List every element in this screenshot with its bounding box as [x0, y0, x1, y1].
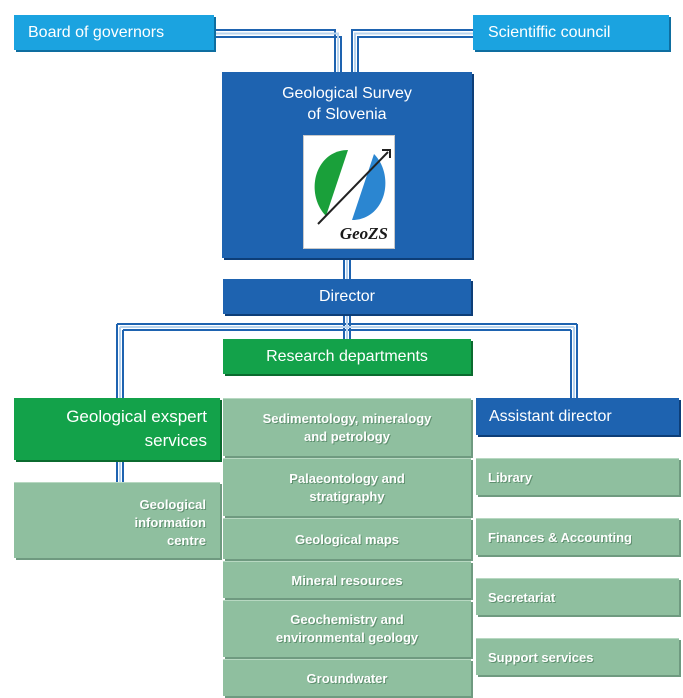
geological-information-centre-box: Geological information centre: [14, 482, 220, 558]
department-box-palaeontology: Palaeontology and stratigraphy: [223, 458, 471, 516]
geozs-logo-graphic: [314, 149, 391, 225]
research-departments-box: Research departments: [223, 339, 471, 374]
info-centre-line3: centre: [166, 533, 206, 548]
geozs-logo-text: GeoZS: [339, 224, 388, 243]
department-line1: Mineral resources: [291, 572, 403, 588]
department-line1: Palaeontology and: [289, 470, 405, 486]
assistant-unit-label: Library: [488, 469, 533, 485]
board-of-governors-box: Board of governors: [14, 15, 214, 50]
board-of-governors-label: Board of governors: [28, 23, 165, 41]
assistant-unit-label: Support services: [488, 649, 594, 665]
department-line1: Groundwater: [306, 670, 388, 686]
director-box: Director: [223, 279, 471, 314]
scientific-council-label: Scientiffic council: [488, 23, 611, 41]
expert-services-line1: Geological exspert: [66, 407, 207, 426]
assistant-unit-label: Secretariat: [488, 589, 556, 605]
department-line1: Geological maps: [294, 531, 400, 547]
department-line2: and petrology: [304, 428, 390, 444]
department-line1: Sedimentology, mineralogy: [262, 410, 432, 426]
info-centre-line1: Geological: [139, 497, 206, 512]
research-departments-label: Research departments: [266, 347, 428, 365]
logo-blue-leaf: [352, 154, 386, 220]
department-line2: stratigraphy: [309, 488, 385, 504]
department-box-groundwater: Groundwater: [223, 659, 471, 696]
geological-survey-title: Geological Survey of Slovenia: [222, 83, 472, 125]
department-box-mineral-resources: Mineral resources: [223, 561, 471, 598]
scientific-council-box: Scientiffic council: [473, 15, 669, 50]
assistant-director-box: Assistant director: [476, 398, 679, 435]
survey-title-line1: Geological Survey: [282, 85, 412, 102]
department-box-sedimentology: Sedimentology, mineralogy and petrology: [223, 398, 471, 456]
assistant-unit-label: Finances & Accounting: [488, 529, 632, 545]
info-centre-line2: information: [134, 515, 207, 530]
department-box-geochemistry: Geochemistry and environmental geology: [223, 600, 471, 657]
assistant-unit-secretariat: Secretariat: [476, 578, 679, 615]
logo-green-leaf: [314, 150, 348, 216]
survey-title-line2: of Slovenia: [307, 106, 387, 123]
assistant-unit-finances: Finances & Accounting: [476, 518, 679, 555]
department-line2: environmental geology: [275, 630, 419, 645]
department-line1: Geochemistry and: [290, 612, 404, 627]
assistant-director-label: Assistant director: [489, 407, 612, 425]
department-box-geological-maps: Geological maps: [223, 518, 471, 559]
expert-services-line2: services: [144, 431, 207, 450]
geozs-logo: GeoZS: [303, 135, 395, 249]
assistant-unit-library: Library: [476, 458, 679, 495]
director-label: Director: [318, 287, 375, 305]
geological-expert-services-box: Geological exspert services: [14, 398, 220, 460]
assistant-unit-support-services: Support services: [476, 638, 679, 675]
